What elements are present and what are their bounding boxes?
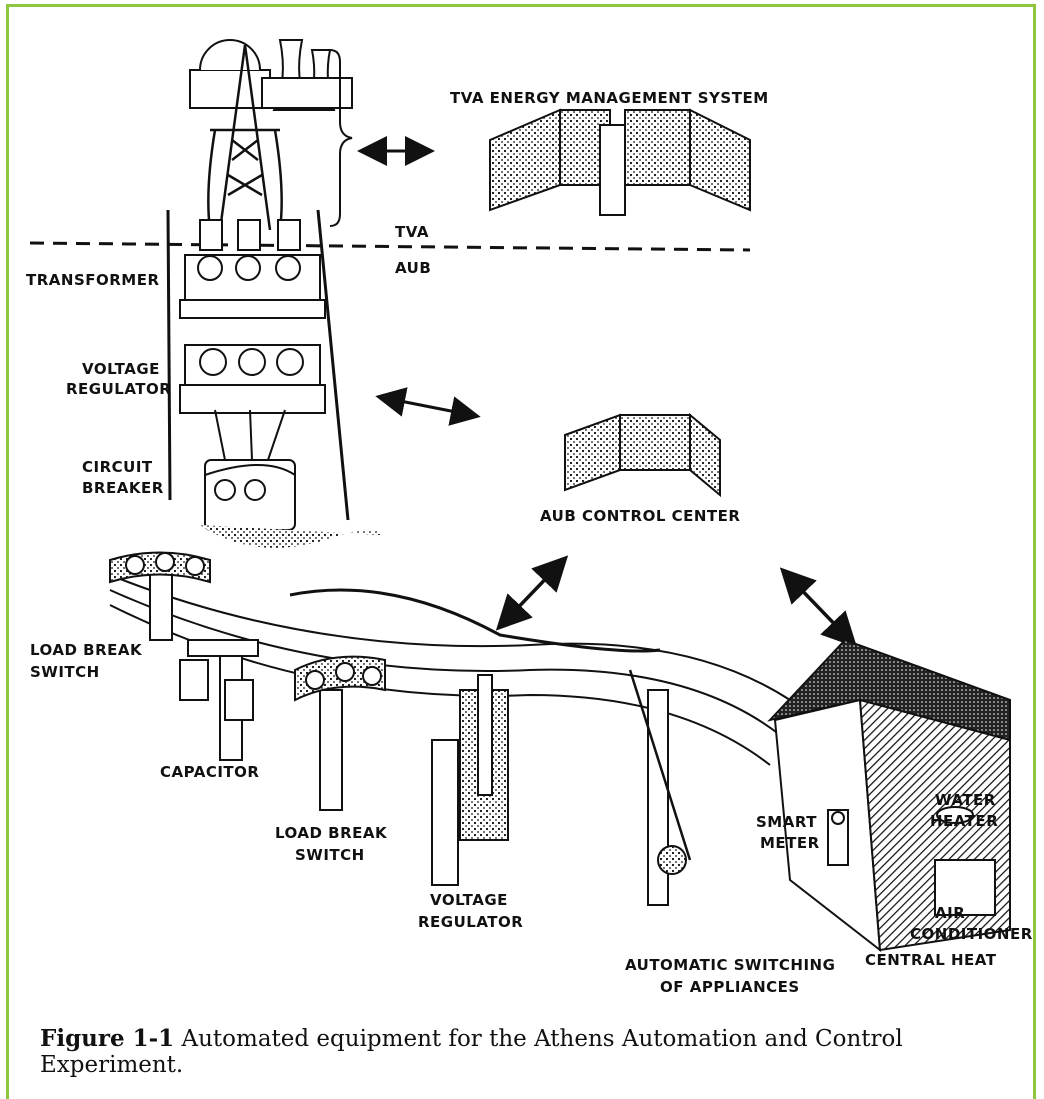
label-air-conditioner-2: CONDITIONER	[910, 925, 1033, 943]
label-tva-ems: TVA ENERGY MANAGEMENT SYSTEM	[450, 89, 769, 107]
label-capacitor: CAPACITOR	[160, 763, 259, 781]
label-automatic-switching-1: AUTOMATIC SWITCHING	[625, 956, 835, 974]
label-aub-control-center: AUB CONTROL CENTER	[540, 507, 740, 525]
label-load-break-switch-mid-2: SWITCH	[295, 846, 365, 864]
label-transformer: TRANSFORMER	[26, 271, 160, 289]
label-load-break-switch-left-2: SWITCH	[30, 663, 100, 681]
figure-number: Figure 1-1	[40, 1025, 174, 1052]
load-break-switch-2-icon	[295, 657, 385, 810]
capacitor-pole-icon	[180, 640, 258, 760]
label-automatic-switching-2: OF APPLIANCES	[660, 978, 800, 996]
tva-aub-boundary	[30, 243, 750, 250]
label-aub: AUB	[395, 259, 431, 277]
label-load-break-switch-mid-1: LOAD BREAK	[275, 824, 388, 842]
label-voltage-regulator-top-1: VOLTAGE	[82, 360, 160, 378]
label-water-heater-2: HEATER	[930, 812, 998, 830]
label-smart-meter-2: METER	[760, 834, 820, 852]
label-air-conditioner-1: AIR	[935, 904, 965, 922]
tva-ems-console-icon	[490, 110, 750, 215]
power-plant-icon	[190, 40, 352, 110]
arrow-substation-link	[390, 399, 466, 414]
figure-caption: Figure 1-1 Automated equipment for the A…	[40, 1025, 1020, 1078]
bracket-icon	[330, 50, 352, 226]
label-central-heat: CENTRAL HEAT	[865, 951, 997, 969]
label-voltage-regulator-top-2: REGULATOR	[66, 380, 171, 398]
voltage-regulator-pole-icon	[432, 675, 508, 885]
arrow-control-to-feeder	[508, 568, 556, 618]
label-smart-meter-1: SMART	[756, 813, 817, 831]
label-voltage-regulator-bottom-1: VOLTAGE	[430, 891, 508, 909]
label-circuit-breaker-2: BREAKER	[82, 479, 164, 497]
substation-icon	[168, 210, 380, 548]
label-voltage-regulator-bottom-2: REGULATOR	[418, 913, 523, 931]
arrow-control-to-house	[792, 580, 845, 635]
aub-control-center-icon	[565, 415, 720, 495]
label-load-break-switch-left-1: LOAD BREAK	[30, 641, 143, 659]
label-circuit-breaker-1: CIRCUIT	[82, 458, 153, 476]
label-water-heater-1: WATER	[935, 791, 996, 809]
label-tva: TVA	[395, 223, 429, 241]
